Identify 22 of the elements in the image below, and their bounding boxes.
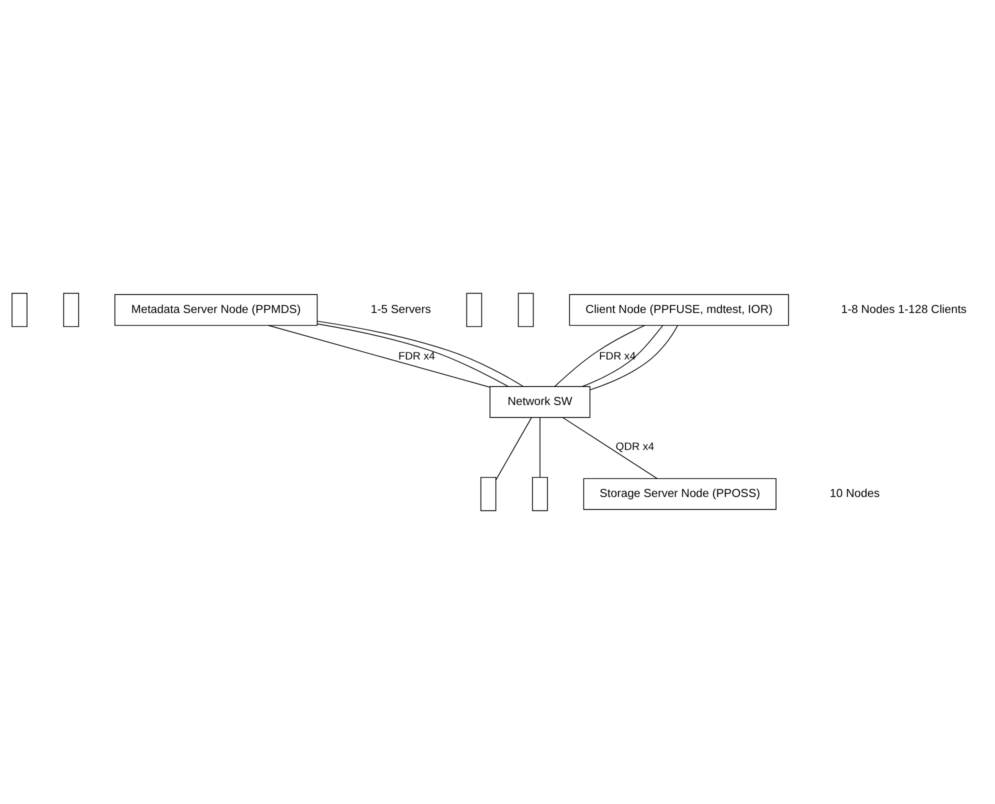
edge-label: FDR x4	[599, 350, 636, 362]
node-box	[12, 292, 28, 328]
node-box: Metadata Server Node (PPMDS)	[114, 294, 318, 326]
node-box: Storage Server Node (PPOSS)	[583, 478, 776, 510]
label: 1-8 Nodes 1-128 Clients	[841, 303, 967, 316]
node-box: Client Node (PPFUSE, mdtest, IOR)	[569, 294, 789, 326]
node-box	[480, 476, 496, 512]
label: 1-5 Servers	[370, 303, 431, 316]
node-box: Network SW	[490, 386, 590, 418]
edge-label: FDR x4	[398, 350, 436, 362]
connector	[268, 325, 490, 388]
connector	[495, 417, 532, 480]
connector	[562, 417, 658, 479]
edge-label: QDR x4	[616, 441, 654, 454]
node-box	[532, 476, 548, 512]
connector	[554, 325, 645, 387]
node-box	[63, 292, 80, 328]
label: 10 Nodes	[830, 487, 880, 500]
node-box	[466, 292, 482, 328]
node-box	[518, 292, 534, 328]
connector	[582, 325, 664, 387]
connector	[590, 325, 678, 390]
